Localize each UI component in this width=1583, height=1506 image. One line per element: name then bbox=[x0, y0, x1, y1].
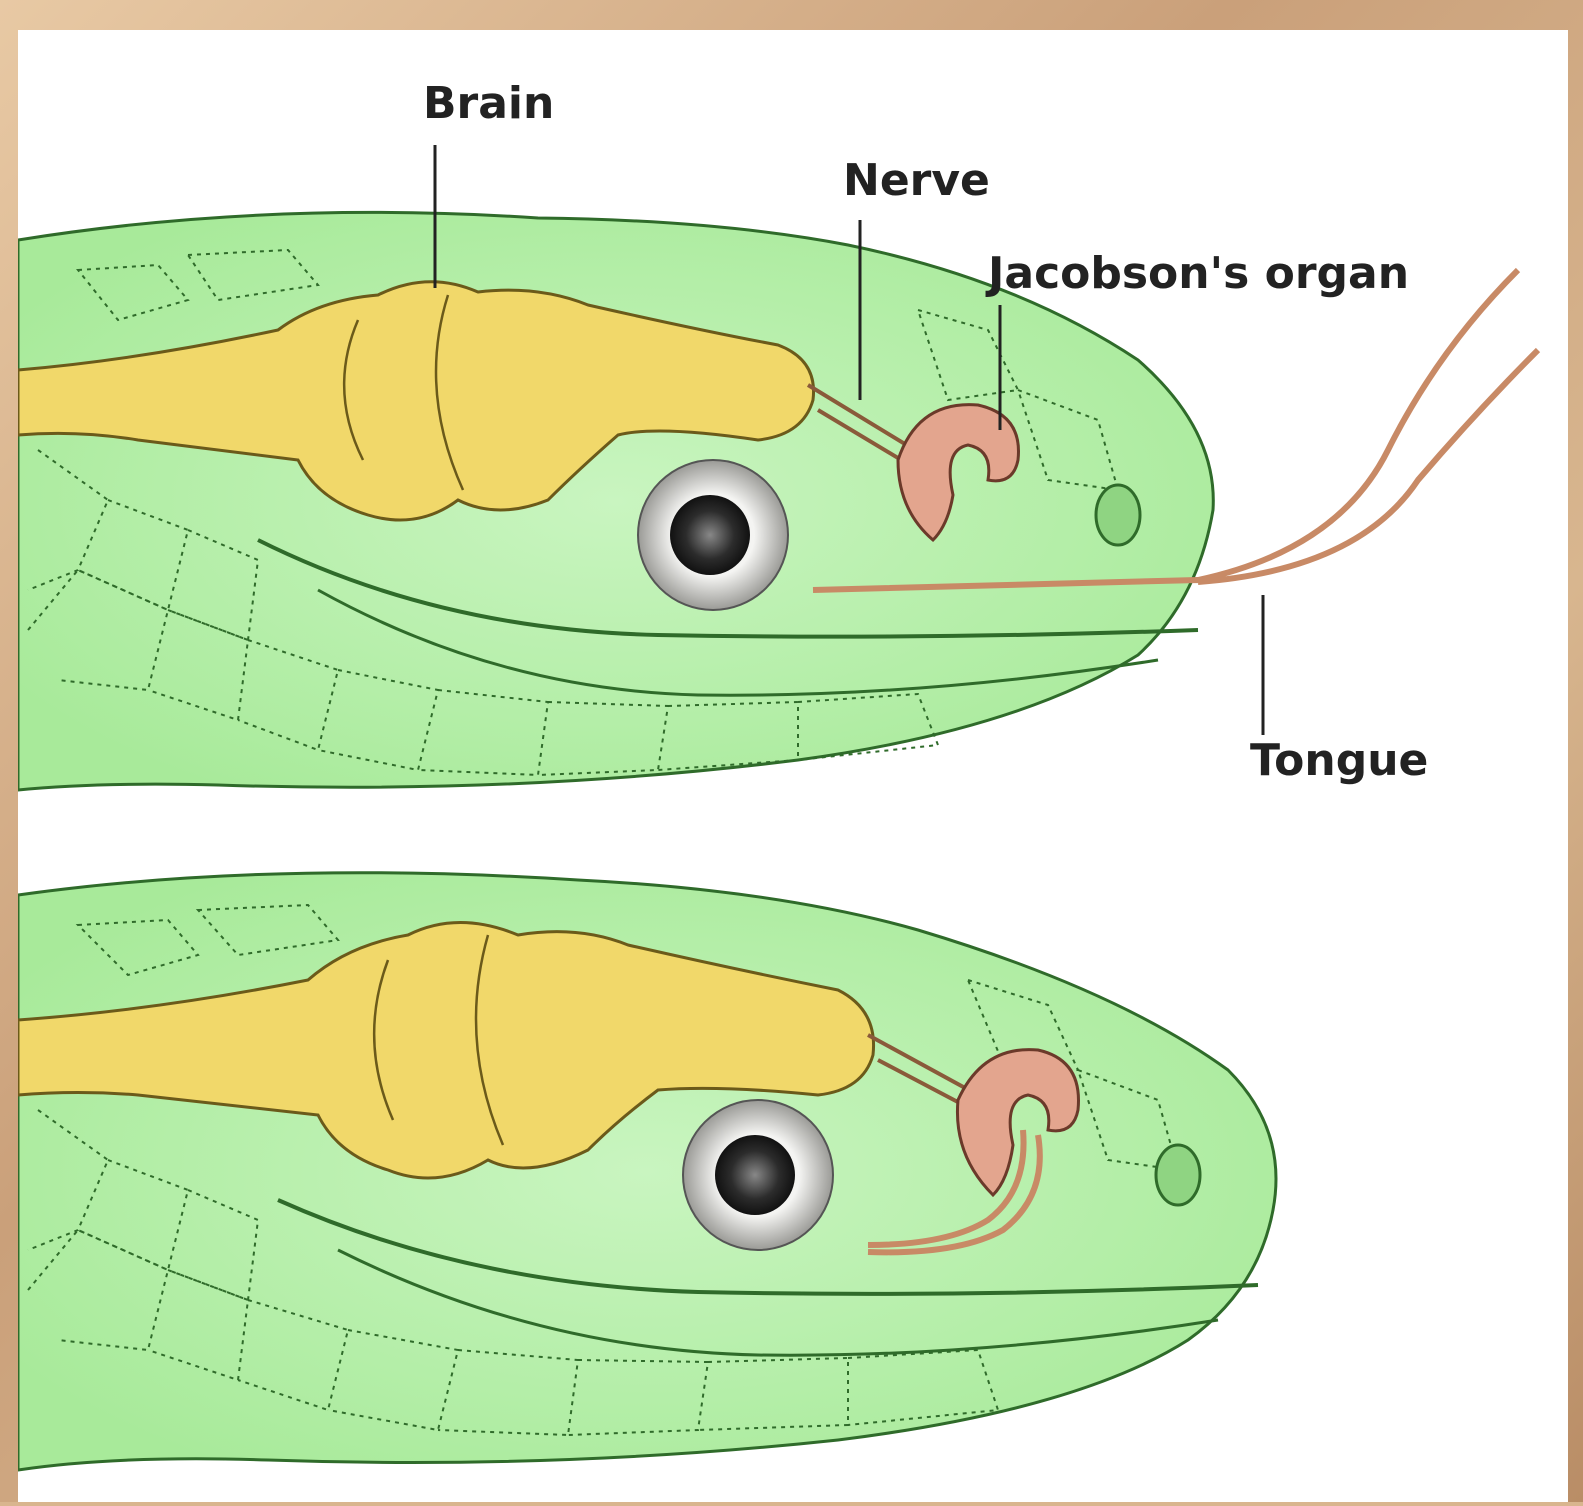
nostril-bottom bbox=[1156, 1145, 1200, 1205]
snake-diagram-svg: Brain Nerve Jacobson's organ Tongue bbox=[18, 30, 1568, 1502]
nostril-top bbox=[1096, 485, 1140, 545]
pupil-top bbox=[670, 495, 750, 575]
snake-head-top bbox=[18, 212, 1538, 790]
label-nerve: Nerve bbox=[843, 155, 990, 206]
illustration-panel: Brain Nerve Jacobson's organ Tongue bbox=[18, 30, 1568, 1502]
snake-head-bottom bbox=[18, 873, 1276, 1470]
label-brain: Brain bbox=[423, 78, 554, 129]
head-skin-top bbox=[18, 212, 1213, 790]
pupil-bottom bbox=[715, 1135, 795, 1215]
label-tongue: Tongue bbox=[1250, 735, 1428, 786]
label-jacobsons-organ: Jacobson's organ bbox=[985, 248, 1409, 299]
